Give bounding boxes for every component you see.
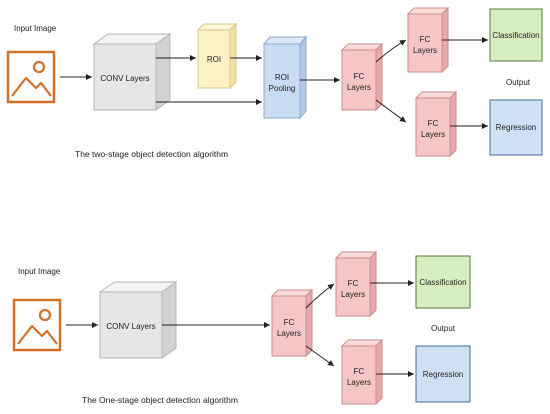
two-stage-fc-top-line1: FC [420, 35, 431, 44]
one-stage-regression-box: Regression [415, 345, 471, 403]
edge-one-fc-to-fc-top [305, 283, 335, 309]
two-stage-regression-label: Regression [496, 123, 536, 132]
two-stage-image-icon [6, 50, 56, 104]
two-stage-conv-block: CONV Layers [92, 33, 172, 111]
roi-pooling-label-line2: Pooling [269, 84, 296, 93]
edge-one-fc-to-fc-bottom [305, 345, 335, 367]
one-stage-caption: The One-stage object detection algorithm [82, 395, 238, 405]
one-stage-classification-box: Classification [415, 255, 471, 309]
two-stage-input-label: Input Image [14, 24, 57, 33]
two-stage-fc-top-line2: Layers [413, 46, 437, 55]
one-stage-conv-block: CONV Layers [98, 281, 178, 359]
edge-fc-to-fc-top [375, 39, 407, 63]
one-stage-conv-label: CONV Layers [106, 322, 155, 331]
one-stage-fc-top: FC Layers [334, 250, 378, 318]
edge-fc-to-fc-bottom [375, 99, 407, 123]
one-stage-fc-bottom-line2: Layers [347, 378, 371, 387]
one-stage-classification-label: Classification [419, 278, 466, 287]
one-stage-output-label: Output [431, 324, 456, 333]
two-stage-regression-box: Regression [489, 99, 543, 156]
one-stage-fc-bottom-line1: FC [354, 367, 365, 376]
one-stage-regression-label: Regression [423, 370, 463, 379]
two-stage-classification-box: Classification [489, 8, 543, 62]
one-stage-fc-main-line1: FC [284, 318, 295, 327]
roi-pooling-block: ROI Pooling [262, 35, 308, 120]
one-stage-diagram: Input Image CONV Layers FC Layers [12, 250, 471, 406]
one-stage-fc-bottom: FC Layers [340, 338, 384, 406]
roi-block: ROI [196, 22, 238, 90]
two-stage-fc-main-line1: FC [354, 72, 365, 81]
two-stage-fc-top: FC Layers [406, 6, 450, 74]
two-stage-output-label: Output [506, 78, 531, 87]
two-stage-diagram: Input Image CONV Layers ROI [6, 6, 543, 159]
one-stage-input-label: Input Image [18, 267, 61, 276]
one-stage-image-icon [12, 298, 62, 352]
one-stage-fc-top-line2: Layers [341, 290, 365, 299]
two-stage-fc-bottom-line2: Layers [421, 130, 445, 139]
two-stage-conv-label: CONV Layers [100, 74, 149, 83]
two-stage-caption: The two-stage object detection algorithm [75, 149, 228, 159]
two-stage-fc-main-line2: Layers [347, 83, 371, 92]
two-stage-fc-bottom: FC Layers [414, 90, 458, 158]
one-stage-fc-main-line2: Layers [277, 329, 301, 338]
two-stage-fc-bottom-line1: FC [428, 119, 439, 128]
roi-pooling-label-line1: ROI [275, 73, 289, 82]
two-stage-classification-label: Classification [492, 31, 539, 40]
one-stage-fc-top-line1: FC [348, 279, 359, 288]
roi-label: ROI [207, 55, 221, 64]
